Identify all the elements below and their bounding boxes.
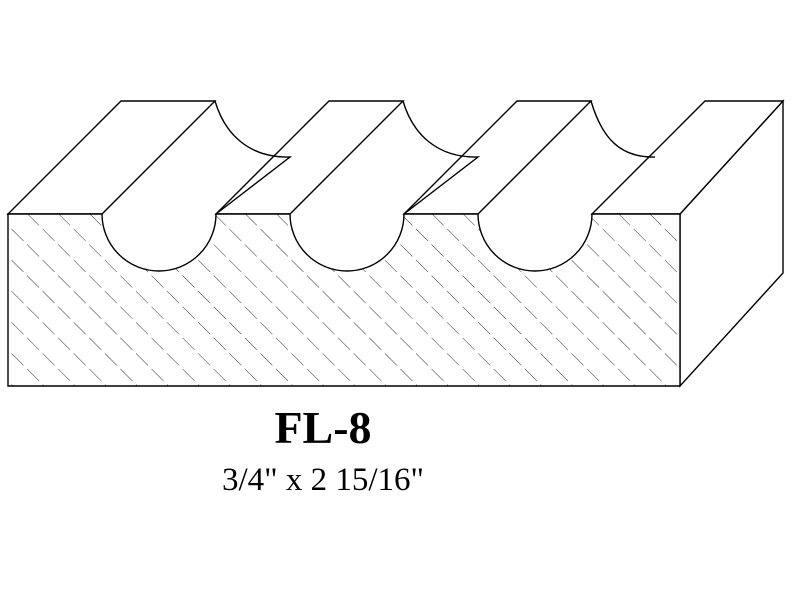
flute-channel-3 [590,100,656,158]
flute-channel-2 [402,100,481,215]
top-surface-mid-1 [214,100,405,215]
top-surface-left [6,100,217,215]
cross-section-hatching [7,213,681,387]
dimensions-label: 3/4" x 2 15/16" [221,462,425,498]
top-surface-mid-2 [402,100,593,215]
flute-channel-1 [214,100,293,215]
model-code-label: FL-8 [274,402,372,453]
